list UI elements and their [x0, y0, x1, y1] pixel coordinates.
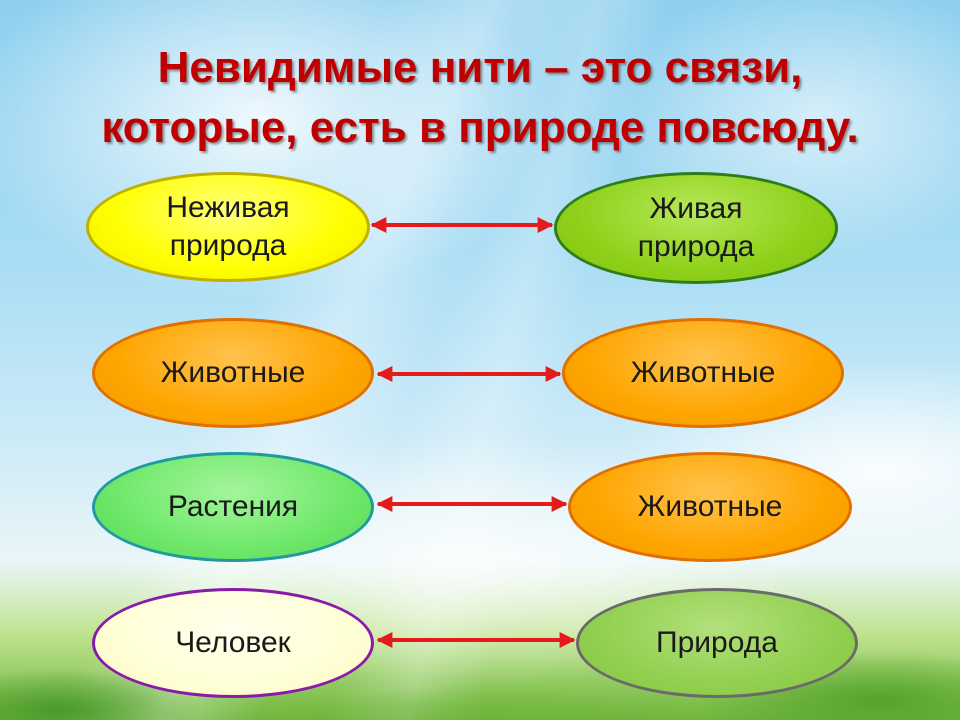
- oval-living-nature: Живая природа: [554, 172, 838, 284]
- oval-label: Живая природа: [637, 192, 755, 263]
- oval-plants: Растения: [92, 452, 374, 562]
- oval-label: Неживая природа: [166, 191, 290, 262]
- oval-animals-left: Животные: [92, 318, 374, 428]
- title-line-2: которые, есть в природе повсюду.: [101, 103, 859, 152]
- oval-label: Растения: [167, 490, 299, 523]
- oval-nonliving-nature: Неживая природа: [86, 172, 370, 282]
- slide-title: Невидимые нити – это связи, которые, ест…: [0, 38, 960, 158]
- oval-animals-right-2: Животные: [568, 452, 852, 562]
- oval-nature: Природа: [576, 588, 858, 698]
- oval-label: Человек: [175, 626, 291, 659]
- oval-label: Животные: [637, 490, 783, 523]
- oval-label: Животные: [160, 356, 306, 389]
- oval-human: Человек: [92, 588, 374, 698]
- oval-label: Природа: [656, 626, 778, 659]
- oval-animals-right-1: Животные: [562, 318, 844, 428]
- title-line-1: Невидимые нити – это связи,: [157, 43, 803, 92]
- oval-label: Животные: [630, 356, 776, 389]
